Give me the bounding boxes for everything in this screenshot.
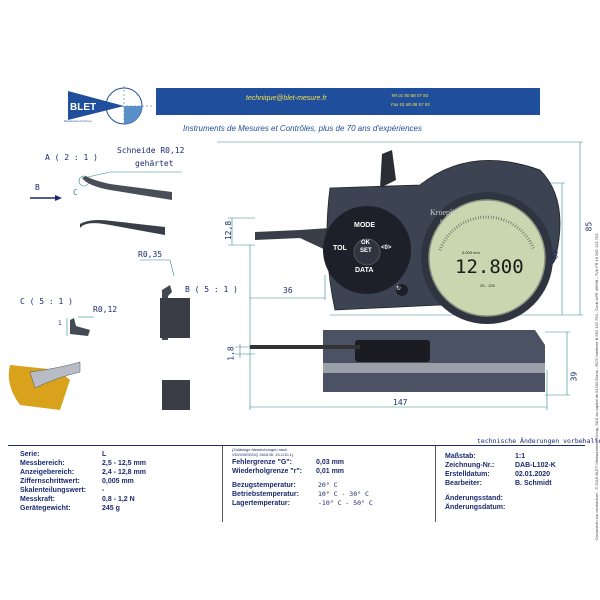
temp-value: 20° C [318,481,338,489]
tel: Tel 01 80 88 57 83 [391,93,429,98]
brand-label: Kroeplin [430,208,459,217]
temp-label: Bezugstemperatur: [232,482,296,489]
temp-value: -10° C - 50° C [318,499,373,507]
header-bar: technique@blet-mesure.fr Tel 01 80 88 57… [156,88,540,115]
spec-value: 0,005 mm [102,478,134,485]
dim-36: 36 [283,286,293,295]
spec-value: L [102,451,107,458]
fax: Fax 01 80 88 57 93 [391,102,430,107]
power-icon[interactable]: ↻ [396,286,402,292]
spec-value: 0,8 - 1,2 N [102,496,135,503]
ok-button[interactable]: OK [361,240,370,246]
spec-value: 0,03 mm [316,459,345,466]
spec-label: Fehlergrenze "G": [232,459,292,466]
arrow-b-label: B [35,183,40,192]
tagline: Instruments de Mesures et Contrôles, plu… [183,124,422,133]
changes-note: technische Änderungen vorbehalten [477,437,600,445]
drawing-info: Maßstab: 1:1 Zeichnung-Nr.: DAB-L102-K Ers… [445,452,556,512]
info-label: Maßstab: [445,453,476,460]
zero-button[interactable]: <0> [381,245,392,251]
info-label: Bearbeiter: [445,480,482,487]
spec-value: 0,01 mm [316,468,345,475]
spec-table-left: Serie: L Messbereich: 2,5 - 12,5 mm Anzeig… [20,450,146,513]
spec-label: Ziffernschrittwert: [20,478,80,485]
blet-logo: BLET [68,86,154,126]
temp-label: Lagertemperatur: [232,500,290,507]
legal-text: Document non contractuel - © 2016 BLET M… [594,233,599,540]
spec-value: 2,5 - 12,5 mm [102,460,146,467]
mode-button[interactable]: MODE [354,222,375,229]
data-button[interactable]: DATA [355,267,374,274]
radius-012: R0,12 [93,305,118,314]
logo-subtitle: Measurement Group [64,119,92,123]
range-display: 25 - 125 [480,283,495,288]
dim-147: 147 [393,398,408,407]
spec-label: Serie: [20,451,40,458]
column-divider [435,446,436,522]
revision-label: Änderungsstand: [445,495,503,502]
info-value: B. Schmidt [515,480,552,487]
revision-date-label: Änderungsdatum: [445,504,506,511]
info-value: 1:1 [515,453,526,460]
spec-label: Gerätegewicht: [20,505,71,512]
logo-text: BLET [70,102,96,113]
view-b-label: B ( 5 : 1 ) [185,285,238,294]
info-value: 02.01.2020 [515,471,551,478]
phone-block: Tel 01 80 88 57 83 Fax 01 80 88 57 93 [391,91,430,109]
tol-button[interactable]: TOL [333,245,347,252]
spec-label: Messbereich: [20,460,65,467]
info-label: Erstelldatum: [445,471,490,478]
dim-1: 1 [58,320,62,327]
table-divider [8,445,585,446]
spec-label: Wiederholgrenze "r": [232,468,302,475]
resolution-display: 0.005 mm [462,250,480,255]
dim-65: 65 [550,249,560,260]
view-c-label: C ( 5 : 1 ) [20,297,73,306]
spec-value: - [102,487,105,494]
spec-value: 245 g [102,505,120,512]
temp-value: 10° C - 30° C [318,490,369,498]
dim-1-8: 1,8 [226,346,236,361]
spec-label: Messkraft: [20,496,56,503]
reading-display: 12.800 [455,256,524,278]
spec-label: Anzeigebereich: [20,469,75,476]
dim-12-8: 12,8 [224,220,234,241]
spec-value: 2,4 - 12,8 mm [102,469,146,476]
spec-table-mid: Fehlergrenze "G": 0,03 mm Wiederholgrenze… [232,458,373,508]
edge-note-2: gehärtet [135,159,174,168]
dim-85: 85 [584,221,594,232]
spec-label: Skalenteilungswert: [20,487,87,494]
radius-035: R0,35 [138,250,163,259]
email-link[interactable]: technique@blet-mesure.fr [246,95,327,102]
edge-note: Schneide R0,12 [117,146,185,155]
column-divider [222,446,223,522]
dim-39: 39 [569,371,579,382]
view-a-label: A ( 2 : 1 ) [45,153,98,162]
info-value: DAB-L102-K [515,462,556,469]
label-c: C [73,188,78,197]
temp-label: Betriebstemperatur: [232,491,299,498]
info-label: Zeichnung-Nr.: [445,462,495,469]
model-label: 67 [440,218,445,223]
technical-drawing [8,141,583,410]
set-button[interactable]: SET [360,248,372,254]
tolerance-note: (Zulässige Abweichungen nach VDI/VDE/DGQ… [232,447,294,457]
